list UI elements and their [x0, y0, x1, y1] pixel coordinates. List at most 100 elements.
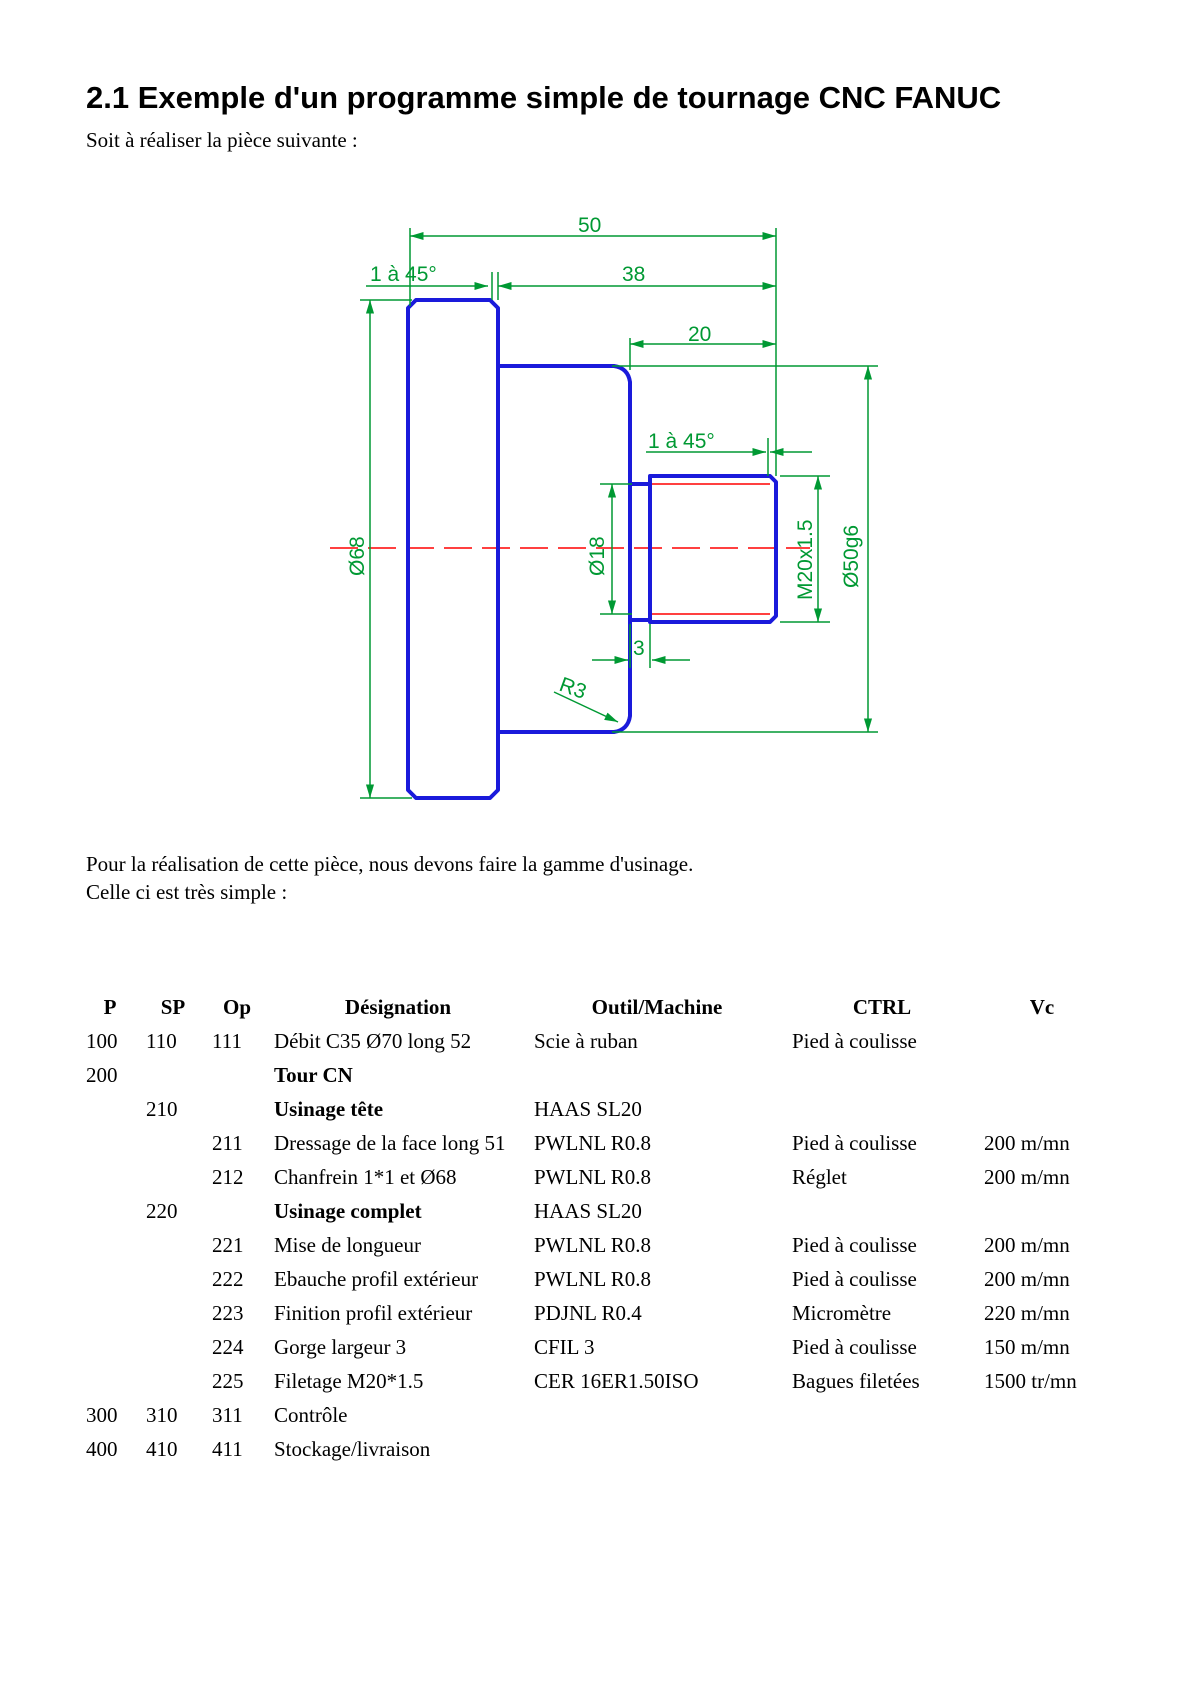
- cell-op: 411: [212, 1436, 243, 1461]
- header-p: P: [103, 994, 117, 1019]
- cell-p: 400: [86, 1436, 118, 1461]
- cell-p: 200: [86, 1062, 118, 1087]
- table-row: 223 Finition profil extérieur PDJNL R0.4…: [80, 1296, 1106, 1330]
- cell-sp: [140, 1330, 206, 1364]
- cell-op: [206, 1092, 268, 1126]
- cell-sp: [140, 1126, 206, 1160]
- header-ctrl: CTRL: [852, 994, 912, 1019]
- cell-ctrl: Bagues filetées: [792, 1368, 920, 1393]
- machining-routing-table: P SP Op Désignation Outil/Machine CTRL V…: [80, 990, 1106, 1466]
- part-outline: [406, 298, 778, 800]
- dim-length-20: 20: [688, 323, 711, 346]
- cell-sp: [140, 1160, 206, 1194]
- cell-vc: [978, 1058, 1106, 1092]
- header-op: Op: [222, 994, 251, 1019]
- table-row: 225 Filetage M20*1.5 CER 16ER1.50ISO Bag…: [80, 1364, 1106, 1398]
- cell-tool: HAAS SL20: [534, 1198, 642, 1223]
- cell-vc: 1500 tr/mn: [984, 1368, 1077, 1393]
- cell-designation: Ebauche profil extérieur: [274, 1266, 479, 1291]
- cell-tool: PDJNL R0.4: [534, 1300, 642, 1325]
- dim-chamfer-right: 1 à 45°: [648, 430, 715, 453]
- cell-tool: PWLNL R0.8: [534, 1232, 652, 1257]
- cell-designation: Usinage complet: [274, 1198, 422, 1223]
- cell-ctrl: Pied à coulisse: [792, 1130, 917, 1155]
- table-row: 210 Usinage tête HAAS SL20: [80, 1092, 1106, 1126]
- cell-sp: 410: [146, 1436, 178, 1461]
- cell-p: [80, 1228, 140, 1262]
- cell-ctrl: [786, 1432, 978, 1466]
- cell-designation: Débit C35 Ø70 long 52: [274, 1028, 472, 1053]
- cell-tool: CFIL 3: [534, 1334, 595, 1359]
- dim-dia-68: Ø68: [346, 536, 369, 576]
- paragraph-line-1: Pour la réalisation de cette pièce, nous…: [86, 852, 694, 876]
- cell-tool: PWLNL R0.8: [534, 1130, 652, 1155]
- dim-thread: M20x1.5: [794, 519, 817, 600]
- cell-ctrl: [786, 1398, 978, 1432]
- dim-dia-50: Ø50g6: [840, 525, 863, 588]
- cell-ctrl: Pied à coulisse: [792, 1334, 917, 1359]
- cell-vc: [978, 1398, 1106, 1432]
- dim-dia-18: Ø18: [586, 536, 609, 576]
- cell-p: [80, 1160, 140, 1194]
- cell-op: 224: [212, 1334, 244, 1359]
- cell-sp: 110: [146, 1028, 177, 1053]
- cell-designation: Mise de longueur: [274, 1232, 421, 1257]
- table-row: 300 310 311 Contrôle: [80, 1398, 1106, 1432]
- cell-op: [206, 1058, 268, 1092]
- cell-ctrl: Micromètre: [792, 1300, 892, 1325]
- table-row: 200 Tour CN: [80, 1058, 1106, 1092]
- dim-length-38: 38: [622, 263, 645, 286]
- cell-op: 222: [212, 1266, 244, 1291]
- cell-tool: CER 16ER1.50ISO: [534, 1368, 699, 1393]
- table-row: 221 Mise de longueur PWLNL R0.8 Pied à c…: [80, 1228, 1106, 1262]
- cell-designation: Dressage de la face long 51: [274, 1131, 506, 1155]
- header-tool: Outil/Machine: [591, 994, 723, 1019]
- table-row: 211 Dressage de la face long 51 PWLNL R0…: [80, 1126, 1106, 1160]
- cell-ctrl: Pied à coulisse: [792, 1266, 917, 1291]
- cell-sp: [140, 1296, 206, 1330]
- cell-designation: Finition profil extérieur: [274, 1300, 473, 1325]
- header-designation: Désignation: [344, 994, 452, 1019]
- cell-tool: [528, 1058, 786, 1092]
- cell-designation: Usinage tête: [274, 1096, 384, 1121]
- cell-sp: 220: [146, 1198, 178, 1223]
- dim-radius: R3: [556, 673, 589, 704]
- dim-overall-length: 50: [578, 214, 601, 237]
- table-row: 212 Chanfrein 1*1 et Ø68 PWLNL R0.8 Régl…: [80, 1160, 1106, 1194]
- cell-vc: [978, 1024, 1106, 1058]
- table-row: 220 Usinage complet HAAS SL20: [80, 1194, 1106, 1228]
- cell-op: 221: [212, 1232, 244, 1257]
- cell-tool: PWLNL R0.8: [534, 1266, 652, 1291]
- cell-op: 225: [212, 1368, 244, 1393]
- thread-lines: [652, 483, 770, 615]
- cell-op: [206, 1194, 268, 1228]
- cell-op: 211: [212, 1130, 243, 1155]
- cell-op: 223: [212, 1300, 244, 1325]
- cell-p: [80, 1194, 140, 1228]
- cell-designation: Tour CN: [274, 1062, 353, 1087]
- cell-ctrl: Pied à coulisse: [792, 1232, 917, 1257]
- cell-vc: 200 m/mn: [984, 1232, 1070, 1257]
- cell-tool: [528, 1398, 786, 1432]
- cell-p: [80, 1330, 140, 1364]
- table-row: 224 Gorge largeur 3 CFIL 3 Pied à coulis…: [80, 1330, 1106, 1364]
- cell-p: [80, 1262, 140, 1296]
- cell-ctrl: [786, 1058, 978, 1092]
- cell-designation: Stockage/livraison: [274, 1436, 431, 1461]
- cell-p: [80, 1126, 140, 1160]
- header-vc: Vc: [1029, 994, 1055, 1019]
- cell-vc: 220 m/mn: [984, 1300, 1070, 1325]
- cell-ctrl: Pied à coulisse: [792, 1028, 917, 1053]
- table-row: 100 110 111 Débit C35 Ø70 long 52 Scie à…: [80, 1024, 1106, 1058]
- cell-tool: [528, 1432, 786, 1466]
- paragraph-line-2: Celle ci est très simple :: [86, 880, 288, 904]
- cell-designation: Gorge largeur 3: [274, 1334, 407, 1359]
- cell-sp: [140, 1364, 206, 1398]
- table-row: 222 Ebauche profil extérieur PWLNL R0.8 …: [80, 1262, 1106, 1296]
- cell-sp: 310: [146, 1402, 178, 1427]
- cell-tool: Scie à ruban: [534, 1028, 638, 1053]
- cell-p: 100: [86, 1028, 118, 1053]
- intro-text: Soit à réaliser la pièce suivante :: [86, 128, 358, 152]
- cell-sp: [140, 1262, 206, 1296]
- cell-op: 212: [212, 1164, 244, 1189]
